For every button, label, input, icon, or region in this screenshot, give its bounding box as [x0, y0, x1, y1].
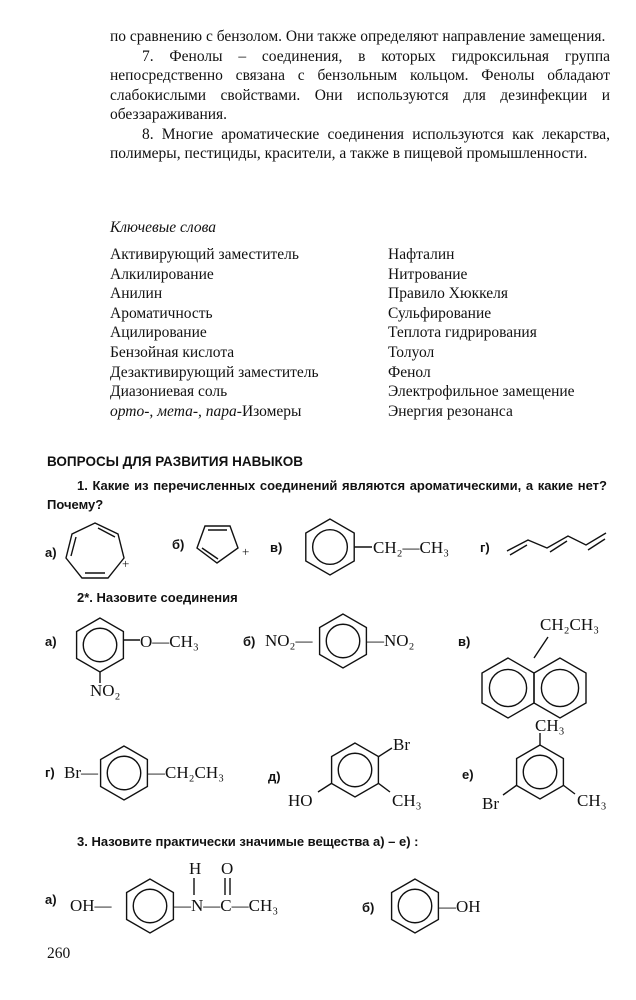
- keyword-item: Сульфирование: [388, 304, 492, 322]
- keyword-item: Диазониевая соль: [110, 383, 228, 401]
- hydroxy-group: HO: [288, 791, 313, 810]
- keyword-item: Ацилирование: [110, 324, 207, 342]
- q2-label-d: д): [268, 769, 281, 784]
- section-title: ВОПРОСЫ ДЛЯ РАЗВИТИЯ НАВЫКОВ: [47, 454, 304, 469]
- ethyl-group: CH₂CH₃: [540, 615, 599, 634]
- bromo-group: Br: [393, 735, 410, 754]
- question-1: 1. Какие из перечисленных соединений явл…: [47, 478, 607, 512]
- keyword-item: Ароматичность: [110, 304, 213, 322]
- keyword-item: Теплота гидрирования: [388, 324, 537, 342]
- benzene-ring: [75, 617, 125, 673]
- keyword-item: Правило Хюккеля: [388, 285, 508, 303]
- keyword-item: орто-, мета-, пара-Изомеры: [110, 402, 302, 420]
- methyl-group-right: CH₃: [577, 791, 607, 810]
- aromatic-circle: [488, 668, 528, 708]
- benzene-ring: [99, 745, 149, 801]
- methyl-group-top: CH₃: [535, 716, 565, 735]
- q3-label-b: б): [362, 900, 374, 915]
- ethyl-group: —CH₂CH₃: [147, 763, 224, 782]
- keyword-item: Электрофильное замещение: [388, 383, 575, 401]
- nitro-group-right: —NO₂: [366, 631, 414, 650]
- benzene-ring: [390, 878, 440, 934]
- keyword-item: Нафталин: [388, 246, 455, 263]
- q1-label-g: г): [480, 540, 490, 555]
- question-3: 3. Назовите практически значимые веществ…: [77, 834, 419, 849]
- keyword-item: Энергия резонанса: [388, 402, 513, 420]
- aromatic-circle: [106, 755, 142, 791]
- paragraph-8: 8. Многие ароматические соединения испол…: [110, 125, 610, 163]
- acetamide-chain: —N—C—CH₃: [173, 896, 278, 915]
- keyword-item: Нитрование: [388, 265, 468, 283]
- hydroxy-group: —OH: [438, 897, 481, 916]
- intro-line: по сравнению с бензолом. Они также опред…: [110, 28, 606, 45]
- bromo-group: Br: [482, 794, 499, 813]
- aromatic-circle: [522, 754, 558, 790]
- q1-label-v: в): [270, 540, 282, 555]
- cation-plus: +: [122, 556, 129, 571]
- keywords-title: Ключевые слова: [110, 219, 216, 236]
- aromatic-circle: [325, 623, 361, 659]
- keyword-item: Бензойная кислота: [110, 343, 235, 361]
- nitro-group: NO₂: [90, 681, 120, 700]
- keyword-item: Анилин: [110, 285, 163, 303]
- q2-label-b: б): [243, 634, 255, 649]
- carbonyl-oxygen: O: [221, 859, 233, 878]
- aromatic-circle: [311, 528, 349, 566]
- benzene-ring: [330, 742, 380, 798]
- cyclopentadienyl-ring: [196, 525, 239, 564]
- aromatic-circle: [337, 752, 373, 788]
- keyword-item: Дезактивирующий заместитель: [110, 363, 319, 381]
- q2-label-a: а): [45, 634, 57, 649]
- aromatic-circle: [540, 668, 580, 708]
- bromo-group: Br—: [64, 763, 99, 782]
- nitro-group-left: NO₂—: [265, 631, 313, 650]
- question-2: 2*. Назовите соединения: [77, 590, 238, 605]
- methoxy-group: O—CH₃: [140, 632, 199, 651]
- cation-plus: +: [242, 544, 249, 559]
- hexatriene-chain: [506, 532, 607, 552]
- page-number: 260: [47, 945, 71, 962]
- q1-label-b: б): [172, 537, 184, 552]
- ethyl-group: CH₂—CH₃: [373, 538, 449, 557]
- benzene-ring: [318, 613, 368, 669]
- tropylium-ring: [65, 522, 125, 579]
- benzene-ring: [305, 518, 355, 576]
- naphthalene-ring-1: [481, 657, 535, 719]
- keyword-item: Активирующий заместитель: [110, 246, 299, 263]
- keyword-item: Фенол: [388, 363, 431, 381]
- aromatic-circle: [82, 627, 118, 663]
- keyword-item: Толуол: [388, 343, 435, 361]
- q3-label-a: а): [45, 892, 57, 907]
- naphthalene-ring-2: [533, 657, 587, 719]
- q2-label-g: г): [45, 765, 55, 780]
- intro-text: по сравнению с бензолом. Они также опред…: [110, 27, 610, 164]
- methyl-group: CH₃: [392, 791, 422, 810]
- aromatic-circle: [132, 888, 168, 924]
- paragraph-7: 7. Фенолы – соединения, в которых гидрок…: [110, 47, 610, 124]
- aromatic-circle: [397, 888, 433, 924]
- q2-label-e: е): [462, 767, 474, 782]
- benzene-ring: [125, 878, 175, 934]
- keyword-item: Алкилирование: [110, 265, 214, 283]
- amide-hydrogen: H: [189, 859, 201, 878]
- q2-label-v: в): [458, 634, 470, 649]
- hydroxy-group: OH—: [70, 896, 113, 915]
- benzene-ring: [515, 744, 565, 800]
- q1-label-a: а): [45, 545, 57, 560]
